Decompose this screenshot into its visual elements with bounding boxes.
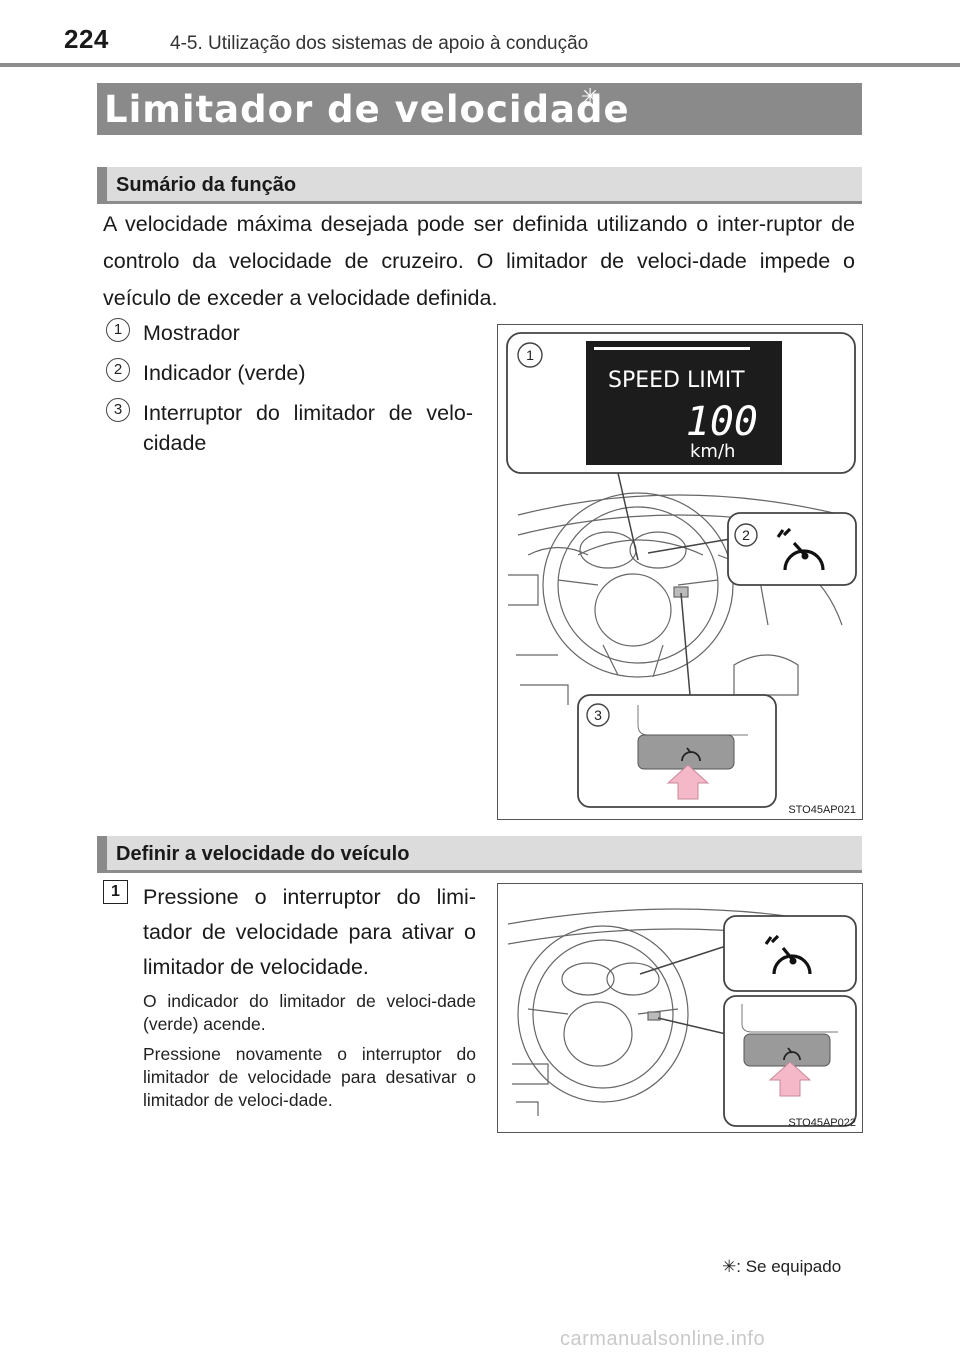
figure-switch-location: STO45AP022 <box>497 883 863 1133</box>
asterisk-icon: ✳ <box>722 1257 737 1276</box>
speed-limiter-switch-icon <box>681 747 701 762</box>
page-title: Limitador de velocidade <box>104 88 630 131</box>
page-number: 224 <box>64 24 109 54</box>
callout-number: 1 <box>106 318 130 342</box>
footnote: ✳: Se equipado <box>722 1257 841 1277</box>
dashboard-illustration: SPEED LIMIT 100 km/h 1 2 3 <box>506 332 857 808</box>
press-arrow-icon <box>768 1061 812 1097</box>
figure-code: STO45AP021 <box>788 804 856 816</box>
header-rule <box>0 63 960 67</box>
callout-3: 3 <box>594 707 602 723</box>
step-note: Pressione novamente o interruptor do lim… <box>143 1044 476 1110</box>
section-title: 4-5. Utilização dos sistemas de apoio à … <box>170 33 589 54</box>
list-item-label: Indicador (verde) <box>143 361 306 385</box>
display-value: 100 <box>686 399 758 445</box>
display-title: SPEED LIMIT <box>608 368 745 393</box>
steering-switch-illustration <box>507 908 857 1127</box>
callout-2: 2 <box>742 527 750 543</box>
summary-paragraph: A velocidade máxima desejada pode ser de… <box>103 212 855 310</box>
callout-number: 3 <box>106 398 130 422</box>
figure-code: STO45AP022 <box>788 1117 856 1129</box>
callout-1: 1 <box>526 347 534 363</box>
watermark: carmanualsonline.info <box>560 1328 766 1350</box>
step-number: 1 <box>103 880 128 904</box>
list-item-label: Interruptor do limitador de velo-cidade <box>143 401 473 455</box>
title-bar <box>97 83 862 135</box>
speed-limiter-indicator-icon <box>776 527 825 571</box>
subsection-heading: Definir a velocidade do veículo <box>116 843 410 865</box>
subsection-marker <box>97 836 107 873</box>
subsection-bar <box>97 167 862 204</box>
step-note: O indicador do limitador de veloci-dade … <box>143 991 476 1034</box>
list-item-label: Mostrador <box>143 321 240 345</box>
footnote-text: : Se equipado <box>736 1257 842 1276</box>
subsection-bar <box>97 836 862 873</box>
figure-speed-limiter-overview: SPEED LIMIT 100 km/h 1 2 3 STO45AP021 <box>497 324 863 820</box>
asterisk-icon: ✳ <box>581 84 600 109</box>
step-text: Pressione o interruptor do limi-tador de… <box>143 885 476 979</box>
callout-number: 2 <box>106 358 130 382</box>
subsection-heading: Sumário da função <box>116 174 297 196</box>
press-arrow-icon <box>666 764 710 800</box>
speed-limiter-indicator-icon <box>764 934 812 975</box>
subsection-marker <box>97 167 107 204</box>
display-unit: km/h <box>690 441 735 462</box>
speed-limiter-switch-icon <box>783 1047 801 1061</box>
